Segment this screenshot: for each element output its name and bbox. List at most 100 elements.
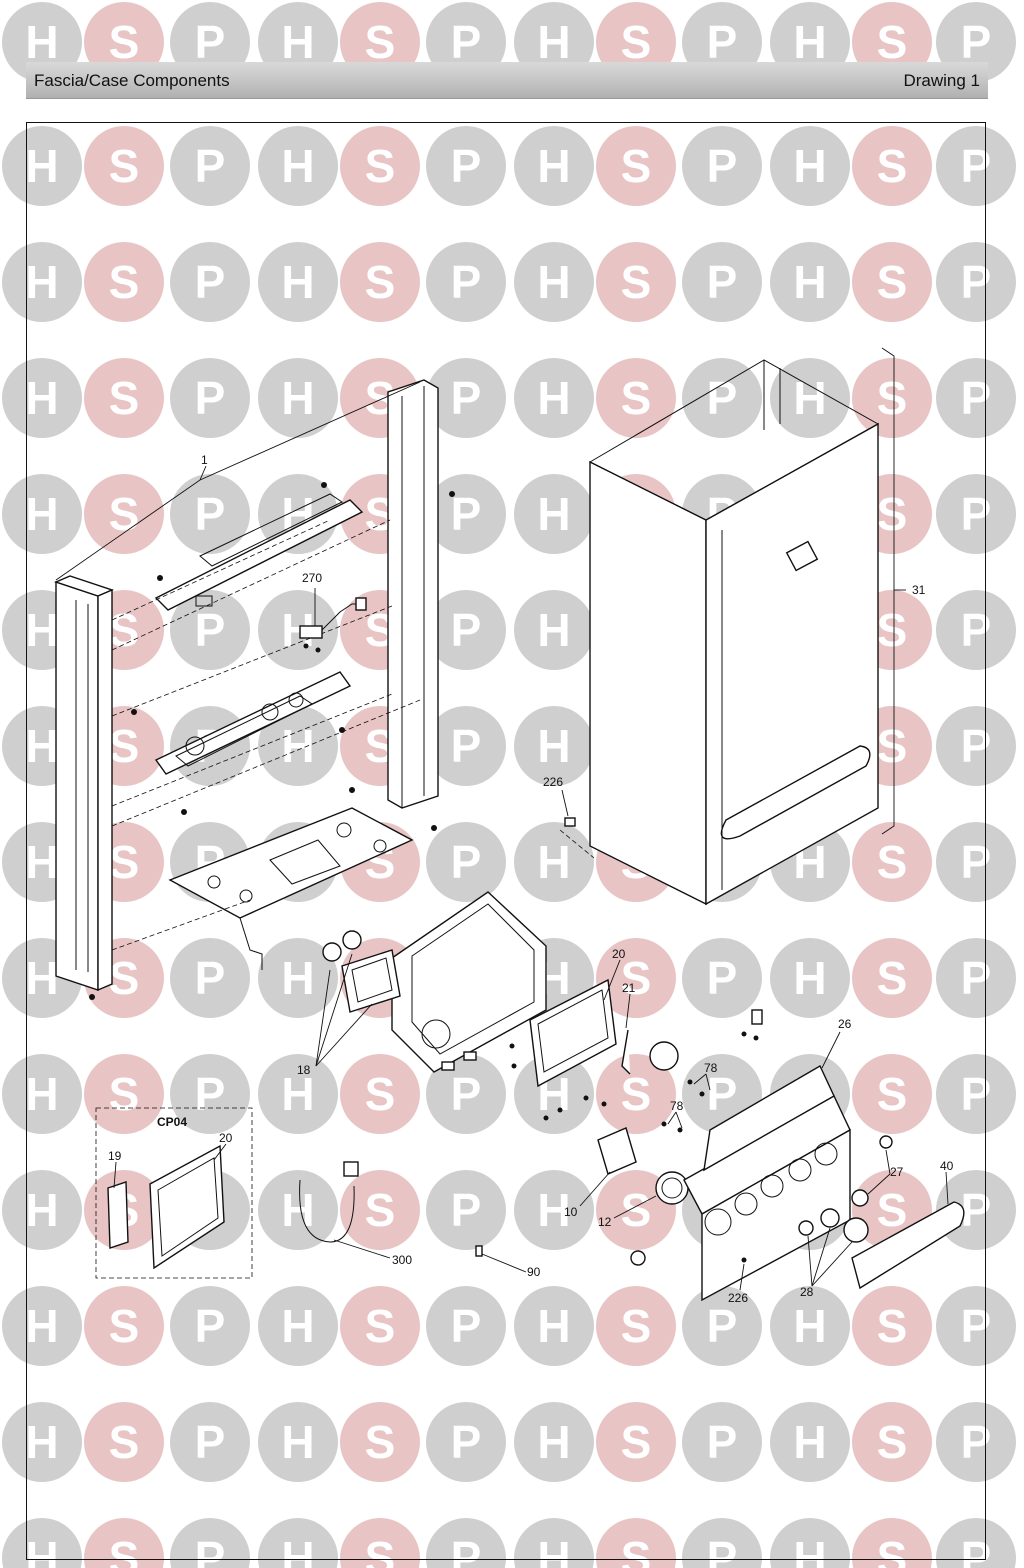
watermark-circle — [596, 1054, 676, 1134]
watermark-letter: H — [25, 1068, 58, 1120]
callout-300: 300 — [392, 1253, 412, 1267]
watermark-circle — [682, 1402, 762, 1482]
watermark-letter: H — [537, 488, 570, 540]
watermark-letter: P — [961, 256, 992, 308]
watermark-letter: S — [621, 1184, 652, 1236]
watermark-letter: H — [281, 1184, 314, 1236]
callout-27: 27 — [890, 1165, 904, 1179]
watermark-circle — [426, 1170, 506, 1250]
watermark-circle — [340, 1402, 420, 1482]
watermark-letter: H — [25, 16, 58, 68]
watermark-circle — [596, 242, 676, 322]
watermark-letter: P — [961, 140, 992, 192]
watermark-letter: P — [451, 604, 482, 656]
watermark-letter: P — [195, 372, 226, 424]
watermark-circle — [2, 474, 82, 554]
watermark-letter: H — [25, 604, 58, 656]
watermark-letter: P — [195, 16, 226, 68]
watermark-circle — [936, 474, 1016, 554]
watermark-letter: S — [109, 372, 140, 424]
watermark-circle — [340, 1054, 420, 1134]
watermark-circle — [852, 1054, 932, 1134]
watermark-circle — [936, 822, 1016, 902]
watermark-circle — [514, 474, 594, 554]
watermark-letter: P — [195, 1068, 226, 1120]
watermark-letter: S — [877, 1416, 908, 1468]
watermark-circle — [682, 1518, 762, 1568]
watermark-letter: S — [877, 952, 908, 1004]
watermark-circle — [426, 242, 506, 322]
watermark-circle — [936, 1054, 1016, 1134]
watermark-letter: P — [707, 1068, 738, 1120]
watermark-circle — [258, 938, 338, 1018]
callout-18: 18 — [297, 1063, 311, 1077]
watermark-letter: P — [961, 16, 992, 68]
watermark-circle — [514, 358, 594, 438]
watermark-circle — [84, 1518, 164, 1568]
watermark-letter: P — [961, 1184, 992, 1236]
watermark-letter: P — [961, 720, 992, 772]
part-90 — [475, 1245, 527, 1273]
watermark-circle — [514, 1286, 594, 1366]
watermark-letter: S — [877, 16, 908, 68]
watermark-letter: H — [281, 1416, 314, 1468]
watermark-circle — [936, 1518, 1016, 1568]
watermark-letter: S — [109, 1532, 140, 1568]
watermark-circle — [340, 1518, 420, 1568]
watermark-letter: S — [877, 1300, 908, 1352]
watermark-circle — [936, 1170, 1016, 1250]
watermark-letter: H — [25, 952, 58, 1004]
watermark-circle — [258, 706, 338, 786]
callout-40: 40 — [940, 1159, 954, 1173]
watermark-letter: H — [281, 1068, 314, 1120]
watermark-letter: H — [281, 372, 314, 424]
watermark-circle — [770, 126, 850, 206]
watermark-letter: S — [621, 1068, 652, 1120]
watermark-circle — [770, 938, 850, 1018]
watermark-letter: P — [451, 1532, 482, 1568]
fascia-panel — [683, 1009, 851, 1302]
watermark-letter: P — [961, 1300, 992, 1352]
watermark-letter: H — [25, 1300, 58, 1352]
watermark-letter: P — [195, 1416, 226, 1468]
watermark-letter: H — [537, 16, 570, 68]
watermark-letter: P — [961, 372, 992, 424]
watermark-circle — [852, 938, 932, 1018]
watermark-letter: H — [793, 952, 826, 1004]
watermark-letter: S — [877, 1068, 908, 1120]
watermark-letter: H — [25, 1532, 58, 1568]
watermark-letter: P — [961, 952, 992, 1004]
watermark-letter: H — [25, 720, 58, 772]
watermark-circle — [258, 242, 338, 322]
watermark-letter: H — [281, 140, 314, 192]
watermark-circle — [340, 126, 420, 206]
watermark-letter: S — [365, 1300, 396, 1352]
watermark-letter: H — [537, 604, 570, 656]
callout-90: 90 — [527, 1265, 541, 1279]
watermark-circle — [258, 358, 338, 438]
watermark-letter: S — [365, 1532, 396, 1568]
watermark-circle — [936, 358, 1016, 438]
watermark-letter: H — [793, 1300, 826, 1352]
control-box-housing — [315, 891, 547, 1073]
watermark-circle — [770, 242, 850, 322]
watermark-letter: P — [451, 836, 482, 888]
watermark-letter: P — [707, 140, 738, 192]
watermark-letter: S — [109, 1416, 140, 1468]
header-bar: Fascia/Case Components Drawing 1 — [26, 62, 988, 99]
watermark-circle — [426, 1286, 506, 1366]
watermark-circle — [2, 242, 82, 322]
watermark-letter: H — [25, 488, 58, 540]
watermark-letter: P — [707, 16, 738, 68]
watermark-circle — [258, 1170, 338, 1250]
watermark-circle — [2, 1402, 82, 1482]
watermark-letter: P — [961, 488, 992, 540]
callout-270: 270 — [302, 571, 322, 585]
watermark-circle — [936, 590, 1016, 670]
watermark-circle — [340, 242, 420, 322]
watermark-letter: S — [365, 1184, 396, 1236]
callout-226-bottom: 226 — [728, 1291, 748, 1305]
watermark-circle — [426, 706, 506, 786]
main-pcb — [509, 959, 621, 1121]
watermark-circle — [596, 126, 676, 206]
